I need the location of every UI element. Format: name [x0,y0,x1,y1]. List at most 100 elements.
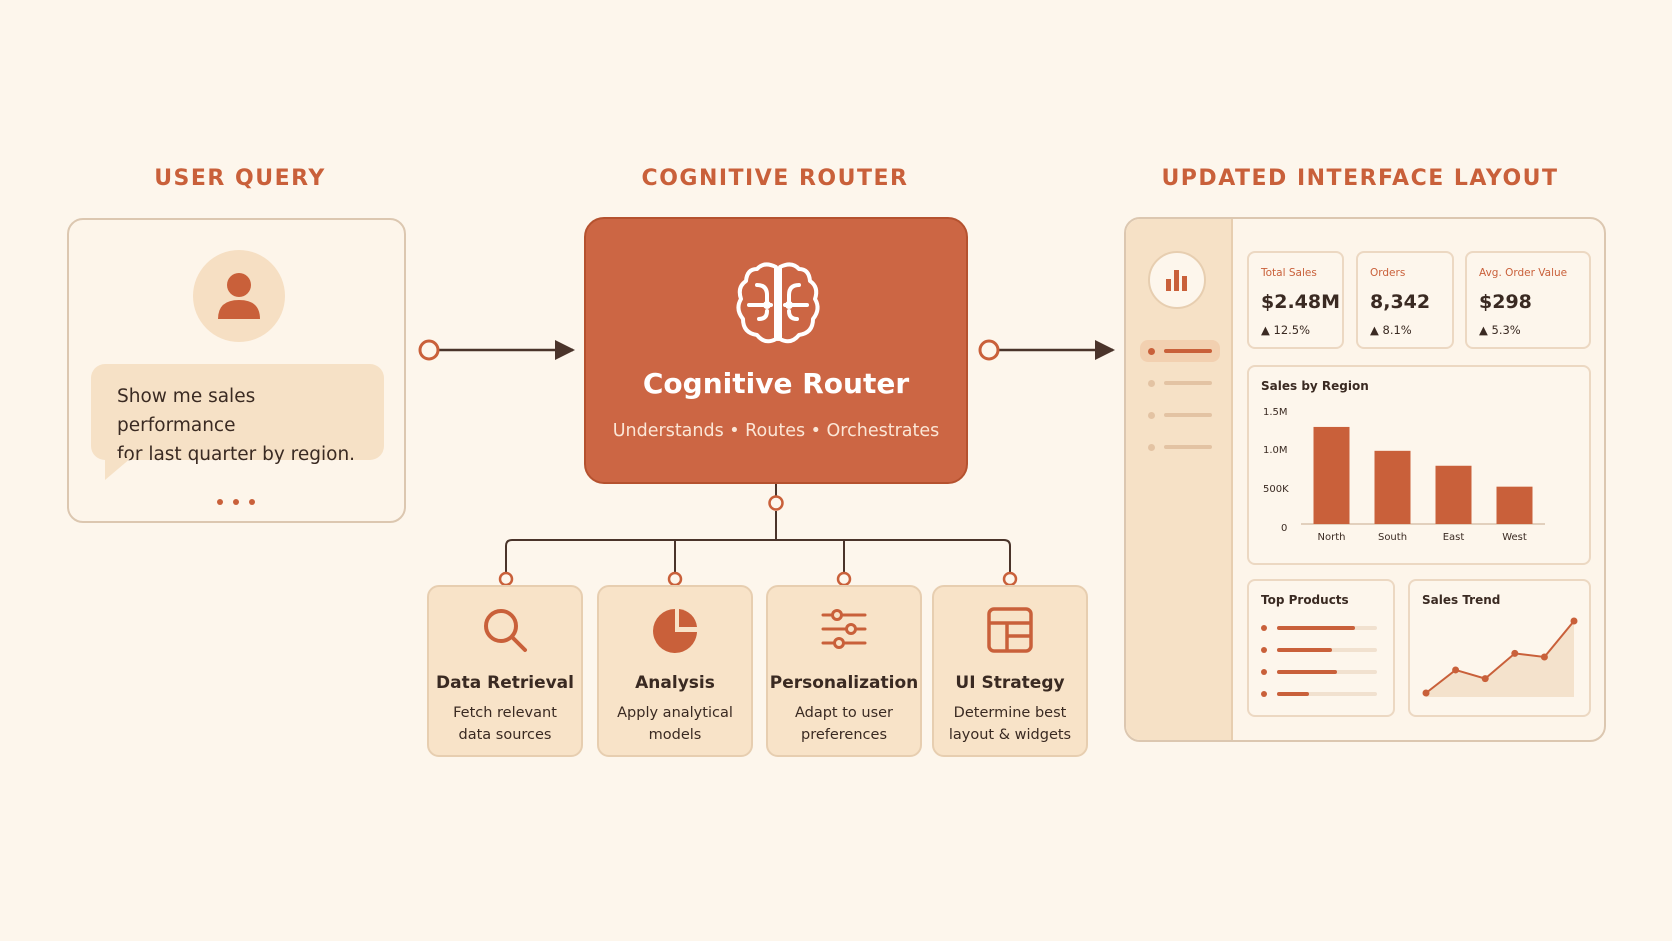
kpi-delta: ▲ 5.3% [1479,323,1521,337]
sidebar-item[interactable] [1140,404,1220,426]
trend-point [1481,675,1489,683]
pie-chart-icon [650,605,700,655]
bubble-tail [105,458,131,480]
capability-desc-line-1: Determine best [953,705,1067,721]
y-tick-label: 1.0M [1263,445,1288,456]
product-bullet [1261,625,1267,631]
kpi-value: $298 [1479,291,1532,313]
top-products-title: Top Products [1261,593,1349,607]
arrow-query-to-router [418,339,575,361]
product-bar-fill [1277,626,1355,630]
capability-title: Data Retrieval [436,673,574,693]
trend-area [1426,621,1574,697]
product-bar-fill [1277,648,1332,652]
capability-desc-line-1: Adapt to user [794,705,894,721]
kpi-label: Total Sales [1261,267,1317,279]
capability-ui-strategy: UI Strategy Determine best layout & widg… [932,585,1088,757]
sliders-icon [819,605,869,655]
bar-chart-icon [1148,251,1206,309]
bar-south [1374,450,1411,524]
user-query-card: Show me sales performance for last quart… [67,218,406,523]
trend-point [1511,649,1519,657]
kpi-label: Orders [1370,267,1406,279]
capability-title: Personalization [769,673,919,693]
kpi-value: 8,342 [1370,291,1431,313]
nav-dot [1148,380,1155,387]
capability-analysis: Analysis Apply analytical models [597,585,753,757]
capability-desc-line-1: Apply analytical [617,705,733,721]
sales-trend-title: Sales Trend [1422,593,1501,607]
sidebar-item-active[interactable] [1140,340,1220,362]
router-branch-tree [498,484,1018,587]
product-bullet [1261,669,1267,675]
sales-trend-panel: Sales Trend [1408,579,1591,717]
top-products-panel: Top Products [1247,579,1395,717]
product-bar-track [1277,692,1377,696]
trend-point [1452,666,1460,674]
capability-title: UI Strategy [955,673,1065,693]
product-bar-fill [1277,670,1337,674]
bar-north [1313,426,1350,524]
product-bar-track [1277,648,1377,652]
nav-bar [1164,349,1212,353]
router-subtitle: Understands • Routes • Orchestrates [612,421,940,441]
kpi-delta: ▲ 12.5% [1261,323,1311,337]
capability-data-retrieval: Data Retrieval Fetch relevant data sourc… [427,585,583,757]
capability-description: Adapt to user preferences [774,702,914,746]
query-text-line-1: Show me sales performance [117,386,256,436]
capability-description: Apply analytical models [605,702,745,746]
capability-personalization: Personalization Adapt to user preference… [766,585,922,757]
capability-desc-line-1: Fetch relevant [453,705,557,721]
capability-desc-line-2: data sources [458,727,552,743]
capability-description: Determine best layout & widgets [940,702,1080,746]
query-text-line-2: for last quarter by region. [117,444,356,465]
kpi-delta: ▲ 8.1% [1370,323,1412,337]
layout-grid-icon [985,605,1035,655]
nav-bar [1164,381,1212,385]
trend-point [1540,653,1548,661]
capability-title: Analysis [635,673,715,693]
product-bar-track [1277,626,1377,630]
product-bar-fill [1277,692,1309,696]
cognitive-router-box: Cognitive Router Understands • Routes • … [584,217,968,484]
kpi-label: Avg. Order Value [1479,267,1568,279]
dashboard-sidebar [1126,219,1233,740]
capability-description: Fetch relevant data sources [435,702,575,746]
x-tick-label: East [1443,532,1465,543]
kpi-card-avg-order-value: Avg. Order Value $298 ▲ 5.3% [1465,251,1591,349]
kpi-value: $2.48M [1261,291,1341,313]
nav-dot [1148,412,1155,419]
capability-desc-line-2: preferences [801,727,887,743]
trend-point [1422,689,1430,697]
kpi-card-orders: Orders 8,342 ▲ 8.1% [1356,251,1454,349]
y-tick-label: 0 [1281,523,1288,534]
column-title-router: COGNITIVE ROUTER [641,166,909,191]
x-tick-label: West [1502,532,1527,543]
typing-dots-icon [217,490,267,505]
column-title-layout: UPDATED INTERFACE LAYOUT [1161,166,1559,191]
arrow-router-to-layout [978,339,1115,361]
nav-bar [1164,413,1212,417]
brain-circuit-icon [731,257,825,351]
sidebar-item[interactable] [1140,436,1220,458]
capability-desc-line-2: models [648,727,702,743]
x-tick-label: North [1318,532,1346,543]
sales-trend-line-chart [1422,617,1578,697]
query-bubble: Show me sales performance for last quart… [91,364,384,465]
trend-point [1570,617,1578,625]
router-title: Cognitive Router [642,367,910,400]
nav-dot [1148,444,1155,451]
nav-bar [1164,445,1212,449]
product-bar-track [1277,670,1377,674]
user-avatar-icon [193,250,285,342]
kpi-card-total-sales: Total Sales $2.48M ▲ 12.5% [1247,251,1344,349]
sidebar-item[interactable] [1140,372,1220,394]
magnifier-icon [480,605,530,655]
product-bullet [1261,647,1267,653]
updated-dashboard: Total Sales $2.48M ▲ 12.5% Orders 8,342 … [1124,217,1606,742]
region-chart-title: Sales by Region [1261,379,1369,393]
trend-line [1425,620,1575,694]
